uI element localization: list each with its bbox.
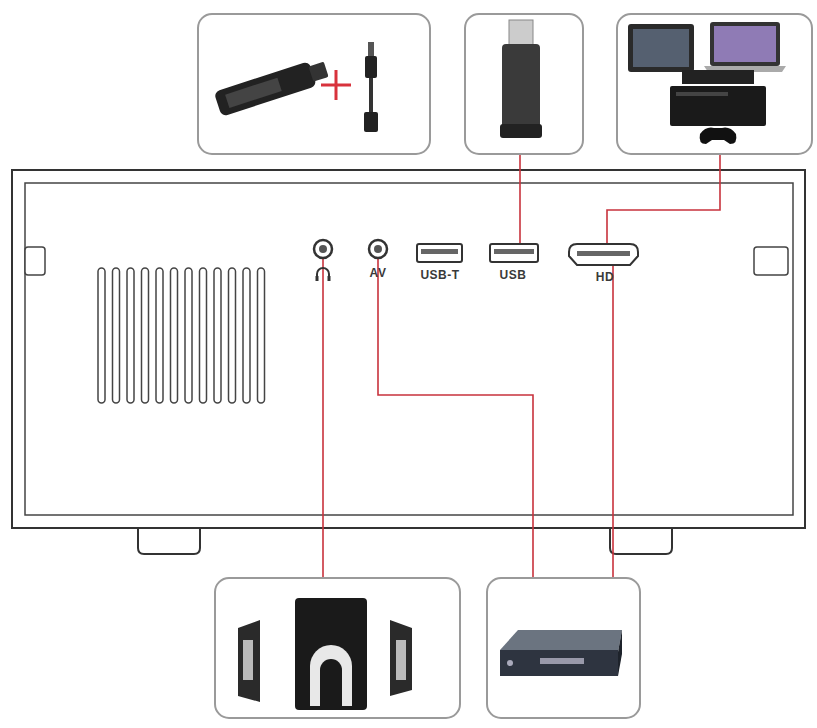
hdmi-tongue	[577, 251, 630, 256]
av-jack	[369, 240, 387, 258]
port-label: HD	[596, 270, 614, 284]
player-side	[618, 630, 622, 676]
device-frame	[465, 14, 583, 154]
hdmi-player-cable	[612, 266, 614, 578]
rear-panel	[25, 183, 793, 515]
vent-slot	[127, 268, 134, 403]
left-speaker	[238, 620, 260, 702]
stick-plug	[308, 62, 328, 82]
projector-outline	[12, 170, 805, 528]
av-cable	[378, 258, 533, 578]
tablet-screen	[633, 29, 689, 67]
console-slot	[676, 92, 728, 96]
vent-slot	[185, 268, 192, 403]
disc-tray	[540, 658, 584, 664]
vent-slot	[229, 268, 236, 403]
usb-tongue	[421, 249, 458, 254]
port-label: USB	[500, 268, 527, 282]
jack-hole	[319, 245, 327, 253]
usb-port	[490, 244, 538, 262]
vent-slot	[171, 268, 178, 403]
projector-foot	[610, 528, 672, 554]
tablet	[628, 24, 694, 72]
jack-hole	[374, 245, 382, 253]
vent-slot	[142, 268, 149, 403]
vent-slot	[98, 268, 105, 403]
stick-body	[214, 61, 317, 117]
speaker-grille	[396, 640, 406, 680]
cable-end	[364, 112, 378, 132]
usb-tongue	[494, 249, 534, 254]
subwoofer-cutout	[310, 645, 352, 706]
ports	[314, 240, 638, 281]
projector-foot	[138, 528, 200, 554]
source-devices-box	[617, 14, 812, 154]
cable-plug	[368, 42, 374, 56]
speaker-grille	[243, 640, 253, 680]
usb-drive	[502, 44, 540, 130]
vent-slot	[113, 268, 120, 403]
hdmi-source-cable	[607, 154, 720, 244]
laptop	[710, 22, 780, 66]
stick-grip	[225, 78, 282, 108]
usb-port	[417, 244, 462, 262]
vent-slot	[243, 268, 250, 403]
cable-end	[365, 56, 377, 78]
power-button	[507, 660, 513, 666]
port-label: USB-T	[420, 268, 459, 282]
plus-sign	[321, 70, 351, 100]
usb-drive-box	[465, 14, 583, 154]
sensor-bar	[682, 70, 754, 84]
port-label: AV	[370, 266, 387, 280]
cable-lines	[323, 154, 720, 578]
game-console	[670, 86, 766, 126]
vent-slot	[200, 268, 207, 403]
streaming-stick-box	[198, 14, 430, 154]
device-frame	[617, 14, 812, 154]
controller	[700, 128, 737, 144]
headphone-symbol	[317, 268, 329, 279]
vent-grille	[98, 268, 265, 403]
subwoofer-port	[320, 659, 342, 706]
extension-cable	[369, 78, 373, 112]
device-frame	[215, 578, 460, 718]
side-tab	[25, 247, 45, 275]
usb-connector	[509, 20, 533, 46]
speaker-box	[215, 578, 460, 718]
device-frame	[198, 14, 430, 154]
subwoofer	[295, 598, 367, 710]
device-frame	[487, 578, 640, 718]
right-speaker	[390, 620, 412, 696]
projector-body	[12, 170, 805, 554]
vent-slot	[258, 268, 265, 403]
dvd-player-box	[487, 578, 640, 718]
audio-cable	[322, 258, 324, 578]
drive-cap	[500, 124, 542, 138]
vent-slot	[156, 268, 163, 403]
laptop-screen	[714, 26, 776, 62]
usb-cable	[519, 154, 521, 244]
player-front	[500, 650, 618, 676]
hdmi-port	[569, 244, 638, 265]
headphone-symbol	[328, 276, 331, 281]
side-tab	[754, 247, 788, 275]
audio-jack	[314, 240, 332, 258]
streaming-stick	[214, 57, 330, 117]
vent-slot	[214, 268, 221, 403]
headphone-symbol	[316, 276, 319, 281]
player-top	[500, 630, 622, 652]
